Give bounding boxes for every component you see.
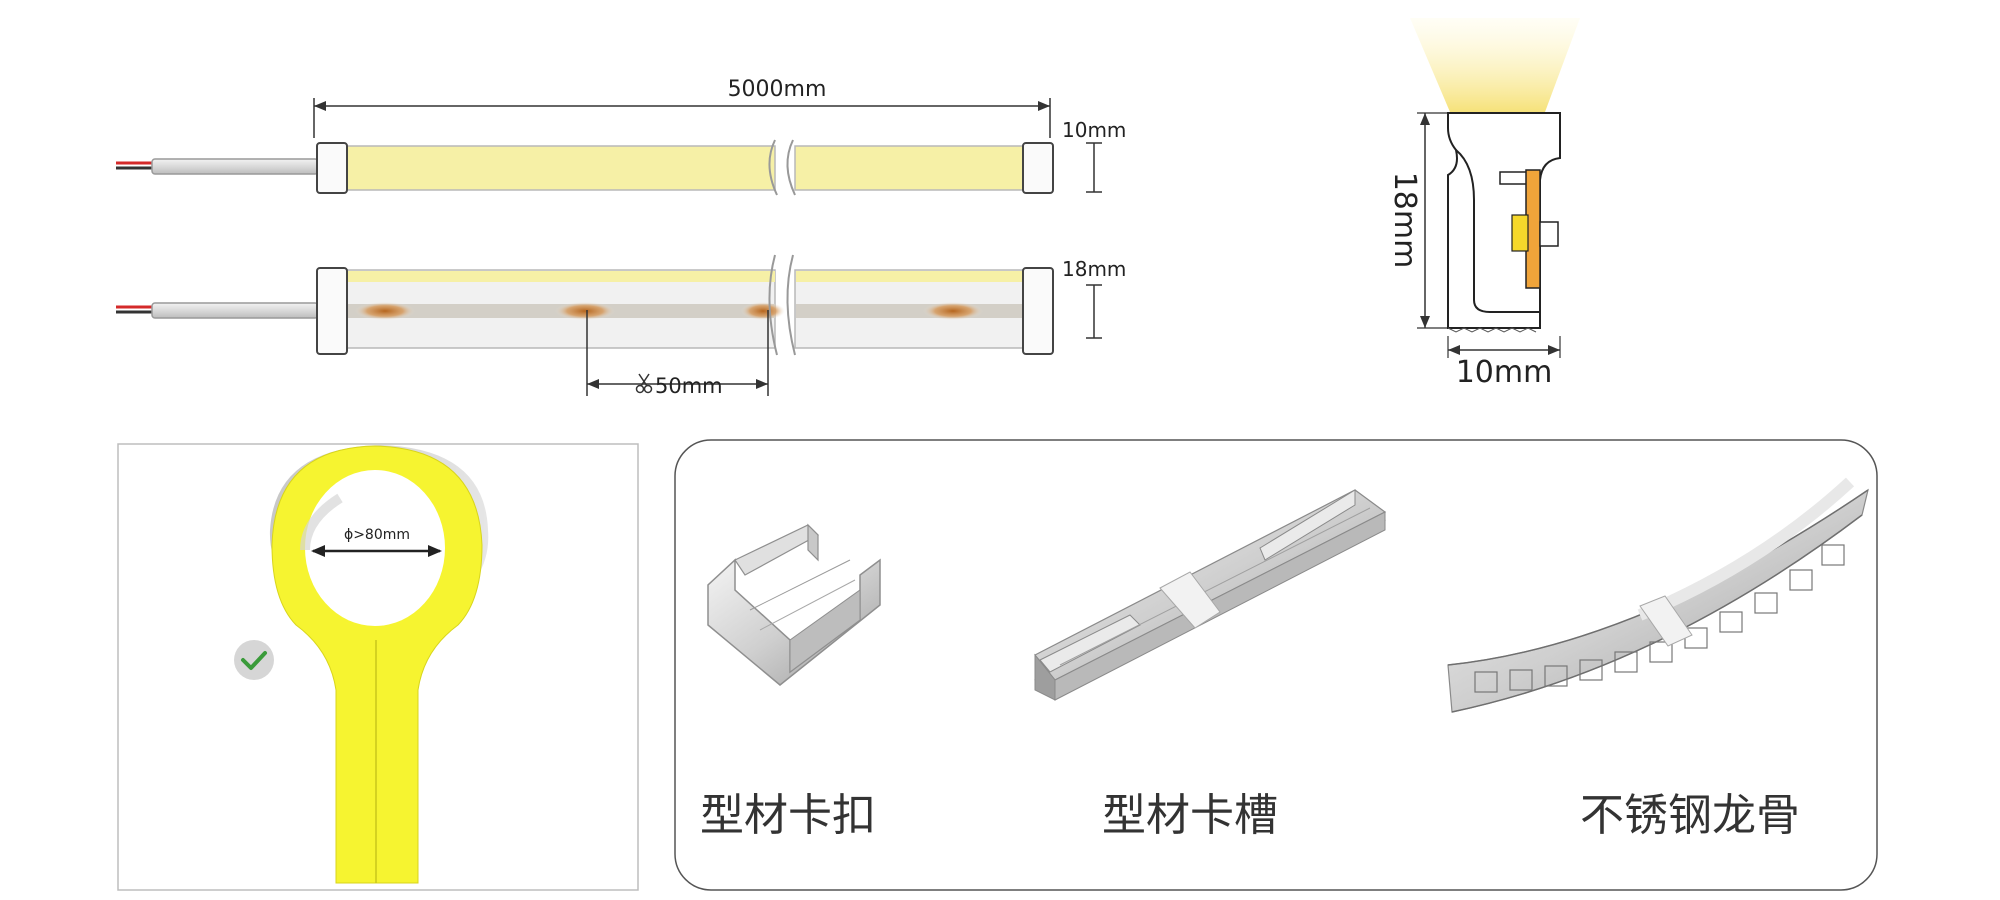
section-width-label: 10mm — [1456, 355, 1553, 390]
cable — [151, 158, 319, 175]
length-label: 5000mm — [728, 77, 827, 102]
pcb-right — [796, 304, 1024, 318]
end-cap-left — [316, 142, 348, 194]
profile-channel-image — [1034, 489, 1387, 701]
accessory-label-channel: 型材卡槽 — [1102, 790, 1278, 841]
channel-clip — [1159, 571, 1221, 629]
cross-section-view: 18mm 10mm — [1387, 18, 1580, 390]
cable — [151, 302, 319, 319]
light-beam — [1410, 18, 1580, 112]
check-icon — [234, 640, 274, 680]
end-cap-right — [1022, 142, 1054, 194]
led-chip — [555, 302, 615, 320]
section-height-label: 18mm — [1387, 172, 1422, 269]
accessory-label-skeleton: 不锈钢龙骨 — [1580, 790, 1800, 841]
accessories-panel: 型材卡扣 型材卡槽 不锈钢龙骨 — [674, 439, 1878, 891]
led-chip — [923, 302, 983, 320]
profile-outline — [1447, 112, 1561, 329]
scissors-icon — [635, 373, 653, 394]
led-chip — [355, 302, 415, 320]
strip-body-left — [344, 145, 776, 191]
break-line — [768, 254, 778, 356]
top-height-label: 10mm — [1062, 118, 1126, 142]
end-cap-right — [1022, 267, 1054, 355]
strip-body-right — [794, 145, 1026, 191]
led-chip — [741, 302, 785, 320]
top-strip-drawing: 5000mm 10mm — [116, 77, 1126, 196]
accessory-label-clip: 型材卡扣 — [700, 790, 876, 841]
skeleton-clip — [1639, 595, 1693, 647]
profile-clip-image — [707, 523, 881, 686]
loop-inner — [305, 470, 445, 626]
end-cap-left — [316, 267, 348, 355]
cut-spacing-label: 50mm — [655, 374, 723, 398]
break-line — [768, 139, 778, 196]
bend-radius-panel: ϕ>80mm — [117, 443, 639, 891]
bottom-height-label: 18mm — [1062, 257, 1126, 281]
accessories-frame — [674, 439, 1878, 891]
led-chip — [1511, 214, 1529, 252]
diameter-label: ϕ>80mm — [344, 527, 410, 543]
bottom-strip-drawing: 18mm 50mm — [116, 254, 1126, 398]
steel-skeleton-image — [1447, 477, 1869, 713]
